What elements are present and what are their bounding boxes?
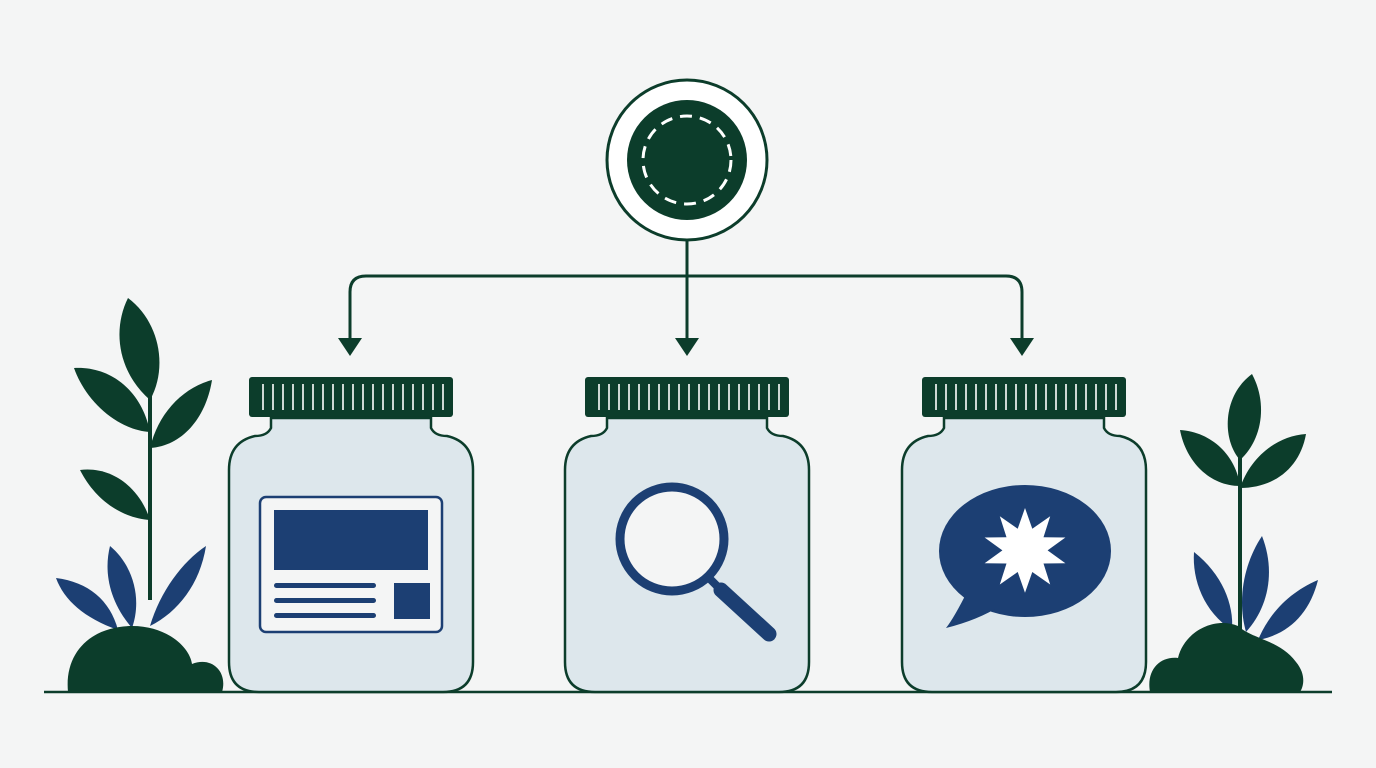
- bush: [67, 626, 224, 692]
- leaf: [1180, 430, 1240, 486]
- leaf: [56, 578, 118, 630]
- arrow-head-center: [675, 338, 699, 356]
- connector-lines: [348, 240, 1024, 342]
- plant-right-decoration: [1149, 374, 1318, 692]
- leaf: [150, 380, 212, 448]
- leaf: [1240, 434, 1306, 488]
- arrow-head-left: [338, 338, 362, 356]
- leaf: [1193, 552, 1233, 630]
- jar-speech: [900, 377, 1148, 694]
- jar-lid: [585, 377, 789, 417]
- dashed-circle-icon: [641, 114, 733, 206]
- leaf: [80, 469, 150, 520]
- leaf: [107, 546, 137, 628]
- leaf: [74, 367, 150, 432]
- leaf: [119, 298, 160, 400]
- leaf: [150, 546, 206, 626]
- leaf: [1241, 536, 1269, 632]
- arrow-head-right: [1010, 338, 1034, 356]
- jar-search: [563, 377, 811, 694]
- bush: [1149, 622, 1304, 692]
- speech-bubble-burst-icon: [939, 485, 1111, 628]
- jar-document: [227, 377, 475, 694]
- leaf: [1258, 580, 1318, 640]
- jar-lid: [249, 377, 453, 417]
- starburst: [984, 508, 1066, 593]
- jar-lid: [922, 377, 1126, 417]
- plant-left-decoration: [56, 298, 224, 692]
- magnifying-glass-icon: [615, 482, 777, 642]
- leaf: [1227, 374, 1262, 460]
- source-node: [605, 78, 769, 242]
- document-layout-icon: [258, 495, 444, 634]
